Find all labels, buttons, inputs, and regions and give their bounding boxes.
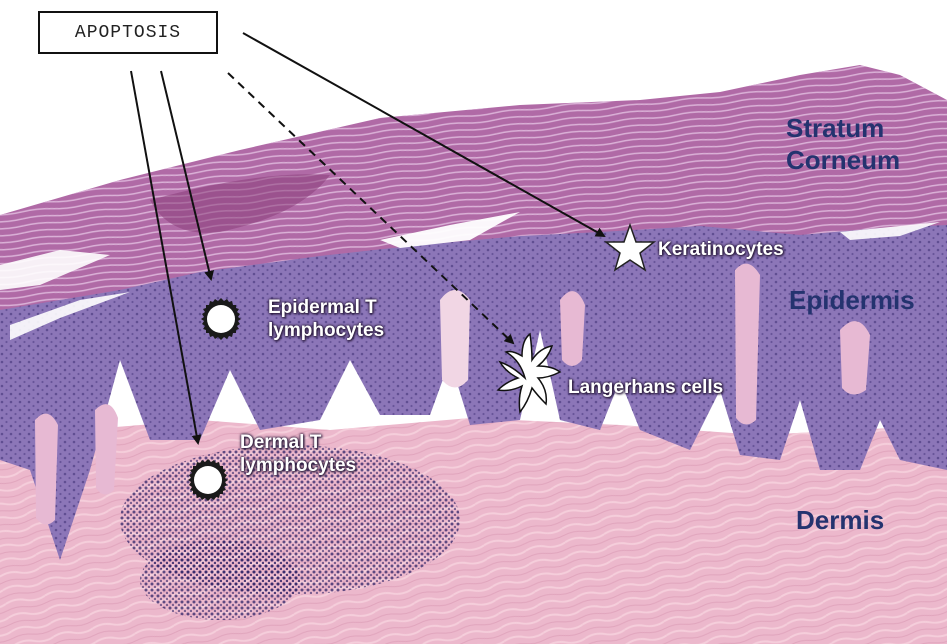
keratinocytes-label: Keratinocytes bbox=[658, 238, 784, 261]
dermal-t-lymphocytes-label: Dermal T lymphocytes bbox=[240, 431, 420, 477]
dermis-label: Dermis bbox=[796, 504, 884, 536]
epidermal-t-lymphocytes-label: Epidermal T lymphocytes bbox=[268, 296, 458, 342]
langerhans-cells-label: Langerhans cells bbox=[568, 376, 723, 399]
apoptosis-label-box: APOPTOSIS bbox=[38, 11, 218, 54]
epidermis-label: Epidermis bbox=[789, 284, 915, 316]
apoptosis-label: APOPTOSIS bbox=[75, 23, 181, 43]
stratum-corneum-label: Stratum Corneum bbox=[786, 112, 926, 176]
